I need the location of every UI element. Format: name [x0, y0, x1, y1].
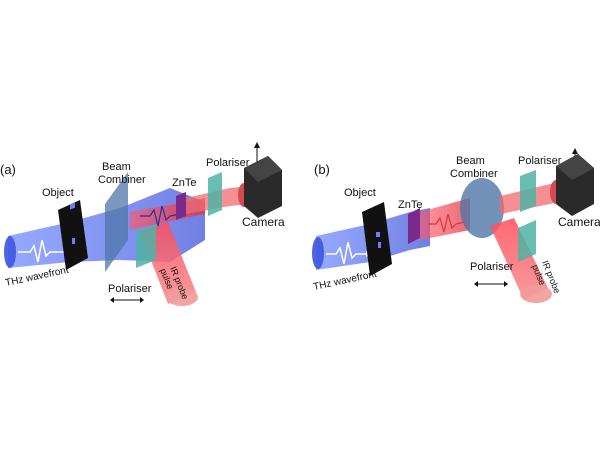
polariser-bottom-label: Polariser — [470, 261, 514, 273]
camera-top — [244, 156, 282, 182]
polariser-bottom — [136, 224, 156, 268]
beam-combiner — [460, 178, 504, 238]
object-label: Object — [42, 187, 74, 199]
panel-a-label: (a) — [0, 162, 16, 177]
panel-b: (b) Object ZnTe Beam Combiner IR probe p… — [312, 148, 600, 303]
thz-waveform — [18, 239, 60, 263]
thz-wavefront-label: THz wavefront — [4, 265, 70, 289]
camera-label: Camera — [558, 215, 600, 229]
thz-wavefront-label: THz wavefront — [312, 269, 378, 293]
probe-beam-combined — [420, 198, 470, 240]
thz-beam-end — [312, 237, 324, 269]
znte-label: ZnTe — [172, 177, 196, 189]
polariser-top — [208, 172, 222, 216]
znte-crystal — [176, 192, 186, 220]
object-mask-icon — [70, 202, 75, 210]
object-mask-icon — [376, 232, 380, 237]
znte-crystal — [408, 208, 420, 244]
thz-waveform — [326, 241, 366, 265]
combined-waveform — [428, 213, 465, 233]
polariser-bottom — [518, 220, 536, 262]
beam-combiner-label-2: Combiner — [450, 168, 498, 180]
ir-probe-end — [166, 288, 198, 306]
combined-waveform — [140, 205, 181, 227]
znte-label: ZnTe — [398, 199, 422, 211]
panel-b-label: (b) — [314, 162, 330, 177]
beam-combiner-label-1: Beam — [102, 161, 131, 173]
object-label: Object — [344, 187, 376, 199]
polariser-bottom-label: Polariser — [108, 283, 152, 295]
polariser-top — [520, 170, 536, 212]
beam-combiner — [105, 172, 128, 272]
object-mask-slot — [72, 238, 75, 244]
panel-a: (a) Object Beam Combiner IR probe pulse … — [0, 142, 285, 306]
object-plate — [58, 200, 88, 270]
polariser-top-label: Polariser — [206, 157, 250, 169]
camera-label: Camera — [242, 215, 285, 229]
beam-combiner-label-2: Combiner — [98, 174, 146, 186]
thz-beam-end — [4, 236, 16, 268]
object-plate — [362, 202, 392, 276]
beam-combiner-label-1: Beam — [456, 155, 485, 167]
object-mask-slot — [378, 242, 381, 248]
camera-top — [556, 154, 594, 180]
ir-probe-end — [520, 285, 552, 303]
polariser-top-label: Polariser — [518, 155, 562, 167]
